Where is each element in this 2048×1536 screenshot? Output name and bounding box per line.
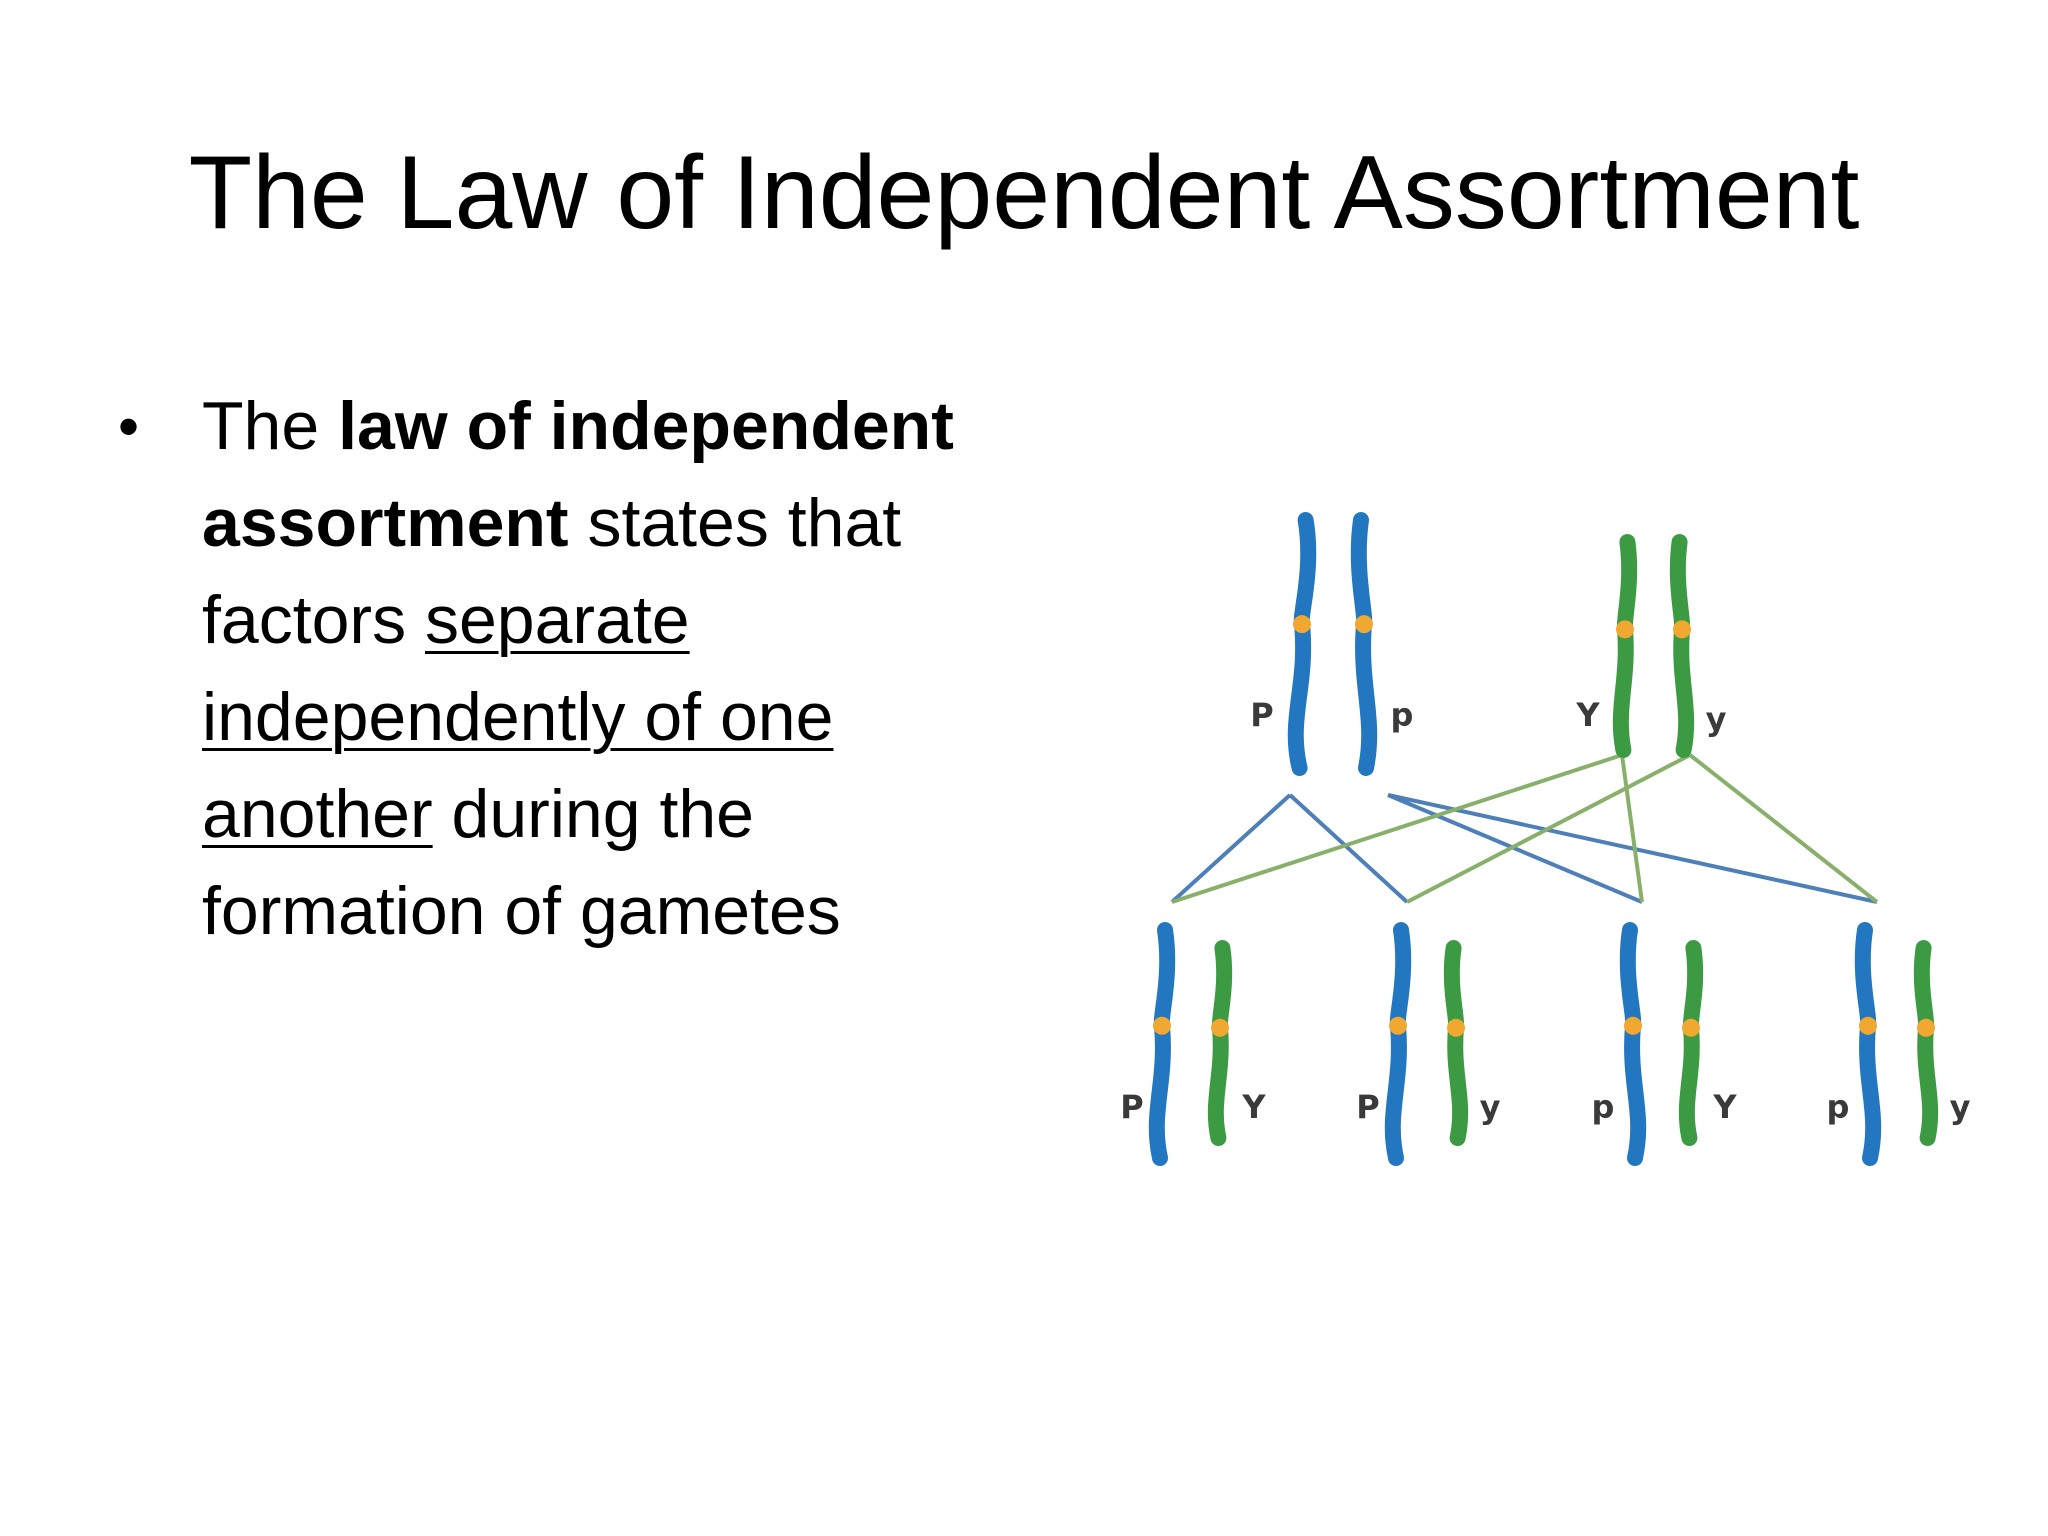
centromere-icon — [1355, 615, 1373, 634]
bullet-text-end: during the formation of gametes — [202, 776, 841, 949]
gamete-2-label-2: y — [1480, 1088, 1501, 1126]
chromosome-y-arm — [1669, 534, 1695, 758]
gamete-4-green-chromosome-arm — [1913, 940, 1939, 1146]
assortment-lines — [1170, 753, 1879, 904]
gamete-1-blue-chromosome — [1148, 922, 1176, 1166]
chromosome-P-arm — [1287, 512, 1317, 776]
gamete-3-label-1: p — [1592, 1088, 1615, 1126]
gamete-2-blue-chromosome — [1384, 922, 1412, 1166]
bullet-text-intro: The — [202, 388, 339, 464]
gamete-3-blue-chromosome — [1619, 922, 1647, 1166]
gamete-3-green-chromosome — [1678, 940, 1704, 1146]
gamete-4-green-chromosome — [1913, 940, 1939, 1146]
gamete-4-blue-chromosome-arm — [1854, 922, 1882, 1166]
gamete-4-label-2: y — [1950, 1088, 1971, 1126]
gamete-1-blue-chromosome-arm — [1148, 922, 1176, 1166]
gamete-2-label-1: P — [1356, 1088, 1379, 1126]
gamete-4-label-1: p — [1827, 1088, 1850, 1126]
allele-label-Y: Y — [1575, 696, 1600, 734]
centromere-icon — [1917, 1018, 1935, 1037]
gamete-4-blue-chromosome — [1854, 922, 1882, 1166]
gamete-2-blue-chromosome-arm — [1384, 922, 1412, 1166]
centromere-icon — [1673, 620, 1691, 639]
centromere-icon — [1153, 1016, 1171, 1035]
centromere-icon — [1389, 1016, 1407, 1035]
allele-label-P: P — [1250, 696, 1273, 734]
blue-assortment-line — [1170, 793, 1292, 904]
allele-label-p: p — [1391, 696, 1414, 734]
chromosome-P — [1287, 512, 1317, 776]
centromere-icon — [1293, 615, 1311, 634]
gamete-1-green-chromosome-arm — [1207, 940, 1233, 1146]
green-assortment-line — [1171, 753, 1623, 904]
gamete-1-label-2: Y — [1241, 1088, 1266, 1126]
green-assortment-line — [1406, 753, 1691, 904]
bullet-term-bold: law of independent assortment — [202, 388, 954, 561]
slide-title: The Law of Independent Assortment — [188, 135, 1860, 251]
centromere-icon — [1624, 1016, 1642, 1035]
bullet-text: The law of independent assortment states… — [202, 378, 1052, 960]
chromosome-Y-arm — [1612, 534, 1638, 758]
centromere-icon — [1682, 1018, 1700, 1037]
gamete-3-label-2: Y — [1712, 1088, 1737, 1126]
chromosome-Y — [1612, 534, 1638, 758]
gamete-3-green-chromosome-arm — [1678, 940, 1704, 1146]
blue-assortment-line — [1288, 793, 1409, 904]
allele-label-y: y — [1706, 700, 1727, 738]
gamete-2-green-chromosome-arm — [1443, 940, 1469, 1146]
bullet-text-middle: states that factors — [202, 485, 902, 658]
blue-assortment-line — [1387, 793, 1878, 904]
chromosome-p — [1350, 512, 1378, 776]
gamete-2-green-chromosome — [1443, 940, 1469, 1146]
bullet-marker: • — [118, 393, 140, 460]
centromere-icon — [1859, 1016, 1877, 1035]
centromere-icon — [1211, 1018, 1229, 1037]
bullet-underlined-phrase: separate independently of one another — [202, 582, 834, 852]
chromosome-y — [1669, 534, 1695, 758]
green-assortment-line — [1688, 753, 1879, 904]
gamete-1-green-chromosome — [1207, 940, 1233, 1146]
gamete-1-label-1: P — [1120, 1088, 1143, 1126]
centromere-icon — [1447, 1018, 1465, 1037]
blue-assortment-line — [1387, 793, 1643, 904]
chromosome-p-arm — [1350, 512, 1378, 776]
centromere-icon — [1616, 620, 1634, 639]
gamete-3-blue-chromosome-arm — [1619, 922, 1647, 1166]
green-assortment-line — [1620, 754, 1644, 903]
